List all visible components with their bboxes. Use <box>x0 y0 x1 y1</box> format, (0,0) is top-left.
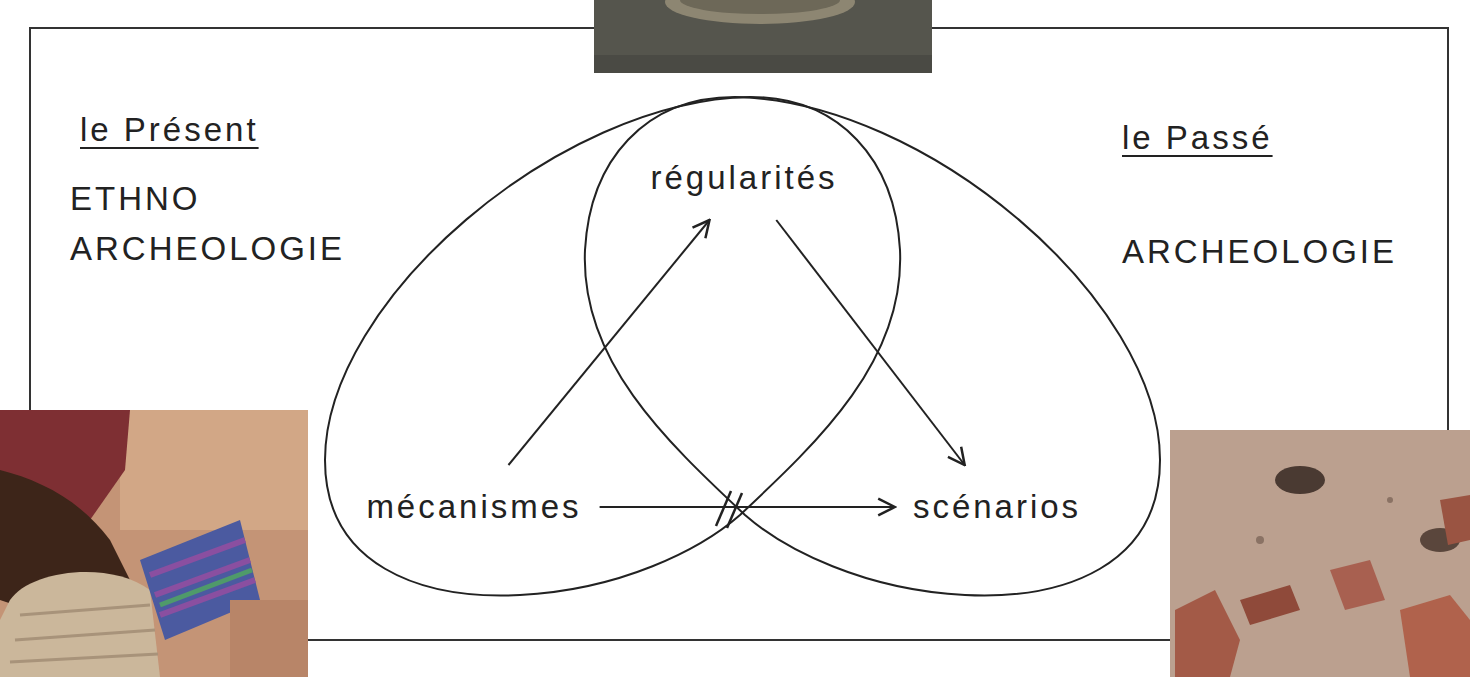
arrow-connector <box>508 220 709 465</box>
arrow-connector <box>776 220 964 465</box>
heading-label: le Passé <box>1122 118 1273 158</box>
break-mark <box>716 491 742 528</box>
concept-text: scénarios <box>913 487 1081 527</box>
potter-photo <box>0 410 308 677</box>
concept-node: mécanismes <box>348 465 599 549</box>
concept-node: régularités <box>632 136 855 220</box>
concept-node: scénarios <box>895 465 1099 549</box>
left-loop <box>325 97 900 595</box>
heading-label: ARCHEOLOGIE <box>1122 232 1397 272</box>
concept-text: mécanismes <box>366 487 581 527</box>
heading-label: ETHNO ARCHEOLOGIE <box>70 174 370 274</box>
concept-text: régularités <box>650 158 837 198</box>
sherds-photo <box>1170 430 1470 677</box>
arrow-connector <box>600 506 895 508</box>
heading-label: le Présent <box>80 110 259 150</box>
pot-photo <box>594 0 932 73</box>
right-loop <box>585 97 1160 595</box>
